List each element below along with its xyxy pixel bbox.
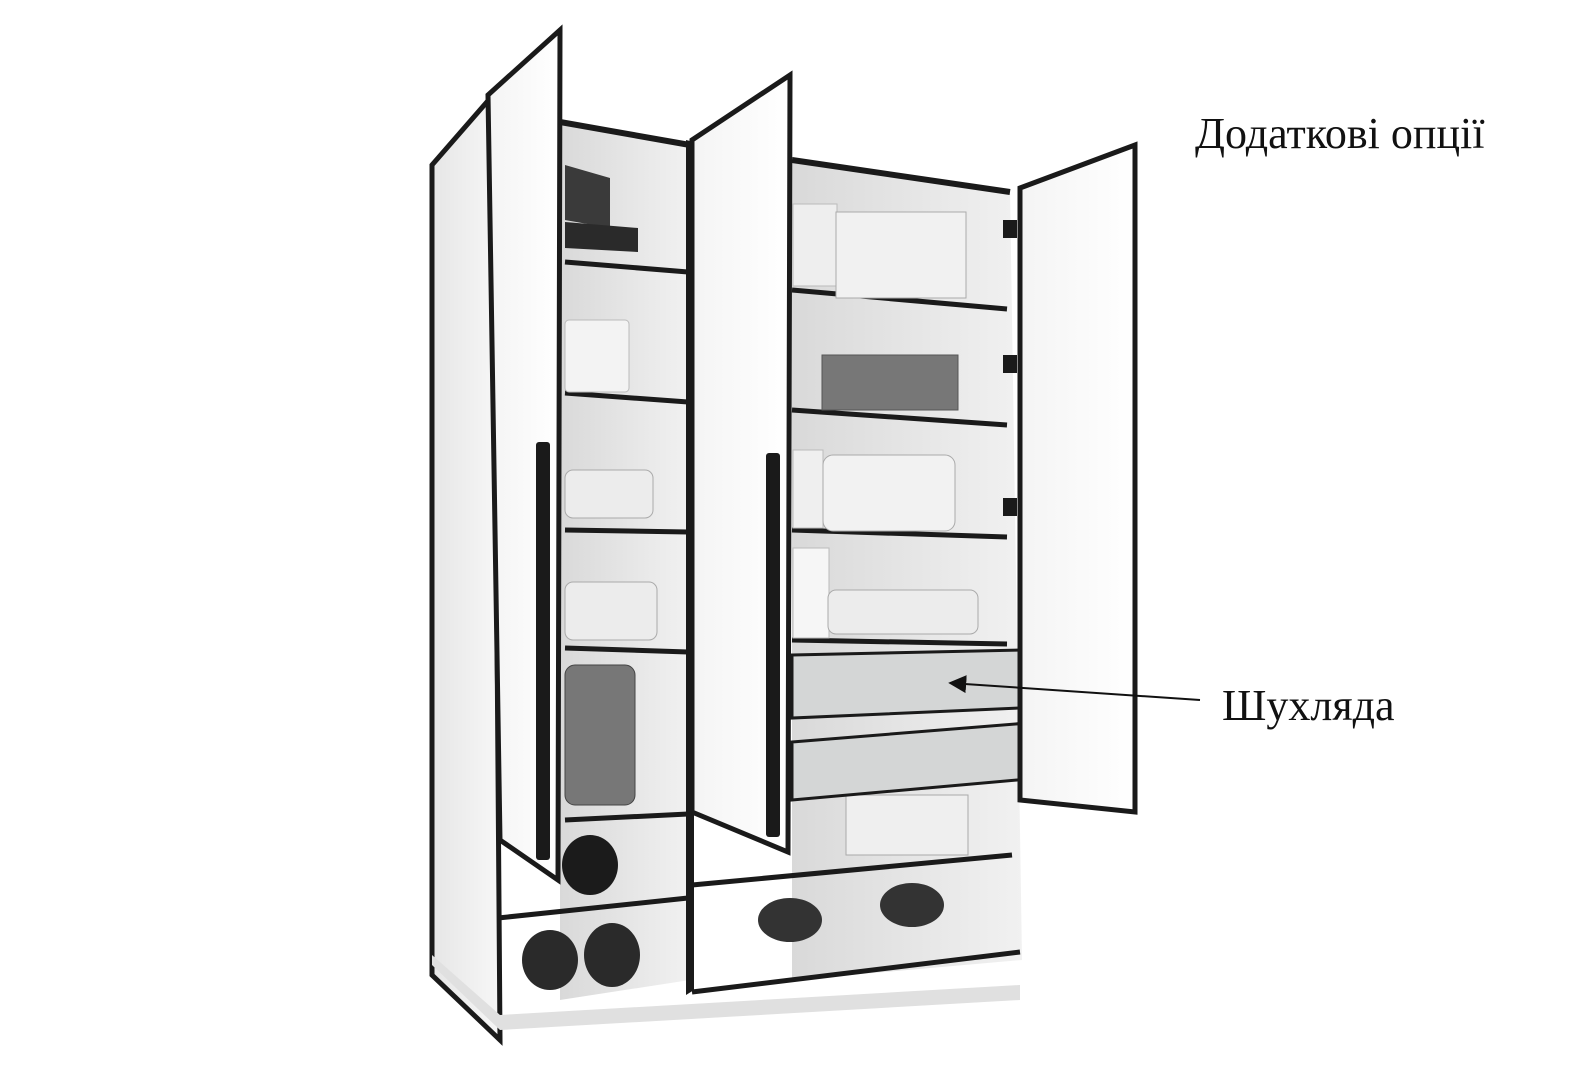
right-door[interactable] [1003,141,1138,815]
left-side-panel [429,88,1020,1046]
left-section-items [522,319,658,990]
hinge-icon [1003,355,1017,373]
options-title: Додаткові опції [1195,109,1485,158]
left-door[interactable] [485,24,563,885]
hinge-icon [1003,498,1017,516]
top-edge [559,119,1011,195]
middle-door-handle-icon[interactable] [766,453,780,837]
hinge-icon [1003,220,1017,238]
left-shelves [497,259,689,921]
left-door-handle-icon[interactable] [536,442,550,860]
drawer-upper[interactable] [790,648,1022,720]
drawer-label: Шухляда [1222,681,1395,730]
arrow-pointer [948,675,1201,701]
middle-door[interactable] [689,70,793,856]
right-shelves [691,287,1021,995]
right-section-items [758,203,979,942]
